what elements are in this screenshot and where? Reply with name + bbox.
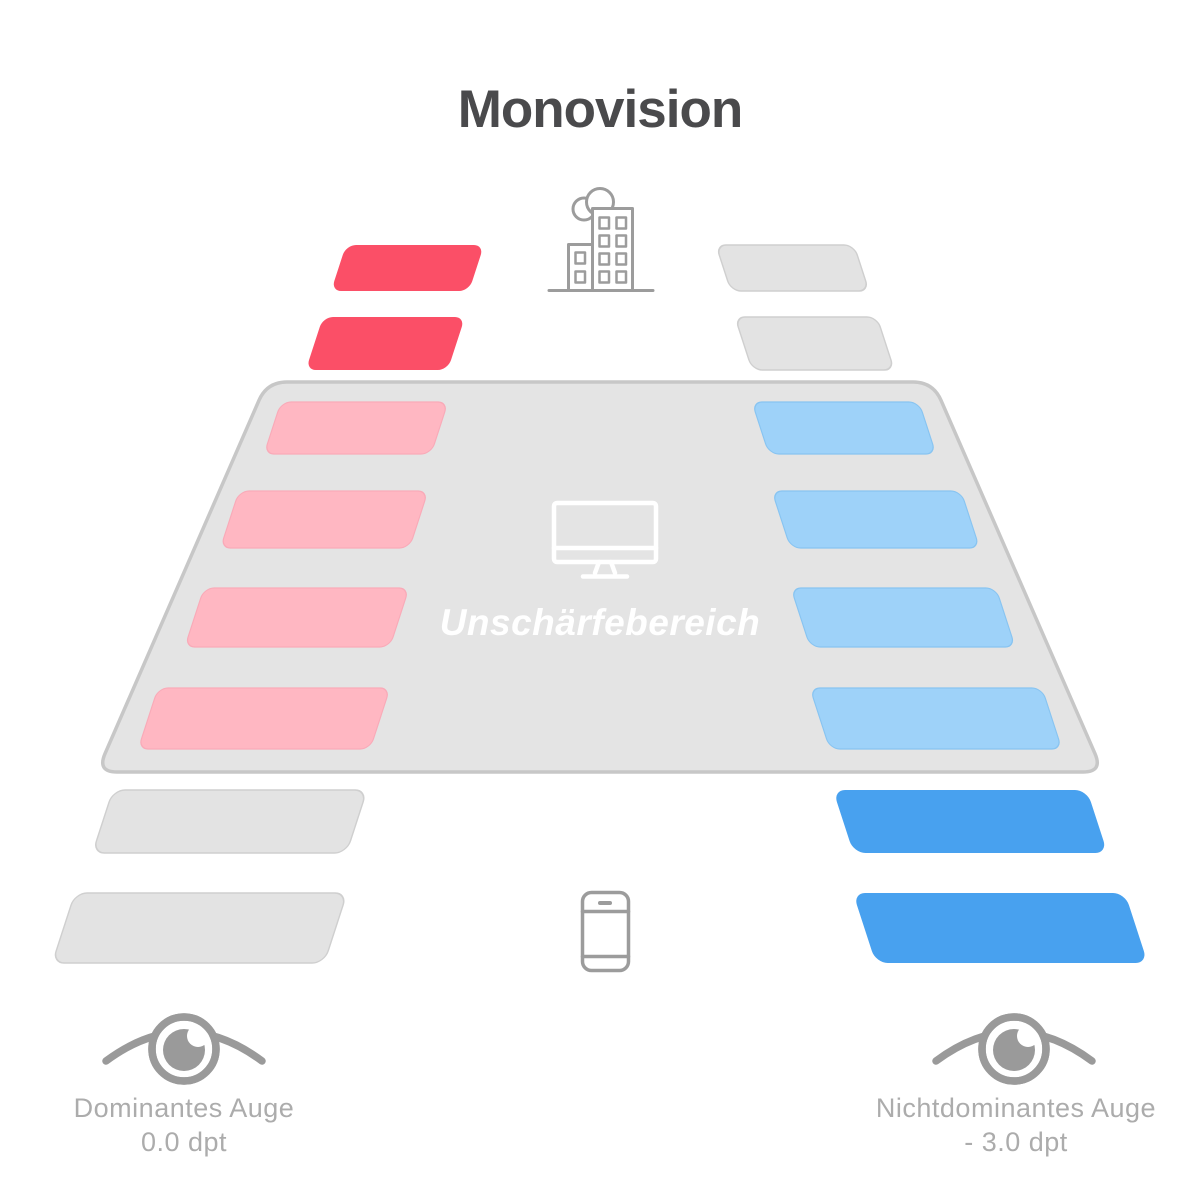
bar-left-6 [140,687,388,750]
bar-right-4 [774,490,978,549]
bar-left-8 [54,892,345,964]
city-buildings-icon [547,187,655,292]
right-eye-icon [936,1017,1092,1081]
bar-right-2 [736,316,893,371]
bar-left-7 [95,789,365,854]
bar-right-7 [836,790,1105,853]
blur-zone-label: Unschärfebereich [440,602,761,643]
desktop-monitor-icon [551,500,659,579]
bar-right-8 [856,893,1145,963]
bar-right-5 [793,587,1014,648]
bar-left-5 [186,587,407,648]
bar-left-3 [266,401,446,455]
page-title: Monovision [458,80,742,139]
bar-left-4 [222,490,426,549]
left-eye-icon [106,1017,262,1081]
right-eye-name: Nichtdominantes Auge [876,1093,1156,1123]
bar-right-3 [754,401,934,455]
right-eye-diopter: - 3.0 dpt [964,1127,1068,1157]
bar-right-1 [717,244,868,292]
bar-left-1 [333,245,482,291]
left-eye-diopter: 0.0 dpt [141,1127,227,1157]
bar-left-2 [308,317,463,370]
smartphone-icon [580,890,631,973]
bar-right-6 [812,687,1060,750]
building-windows [574,216,628,284]
left-eye-name: Dominantes Auge [74,1093,295,1123]
